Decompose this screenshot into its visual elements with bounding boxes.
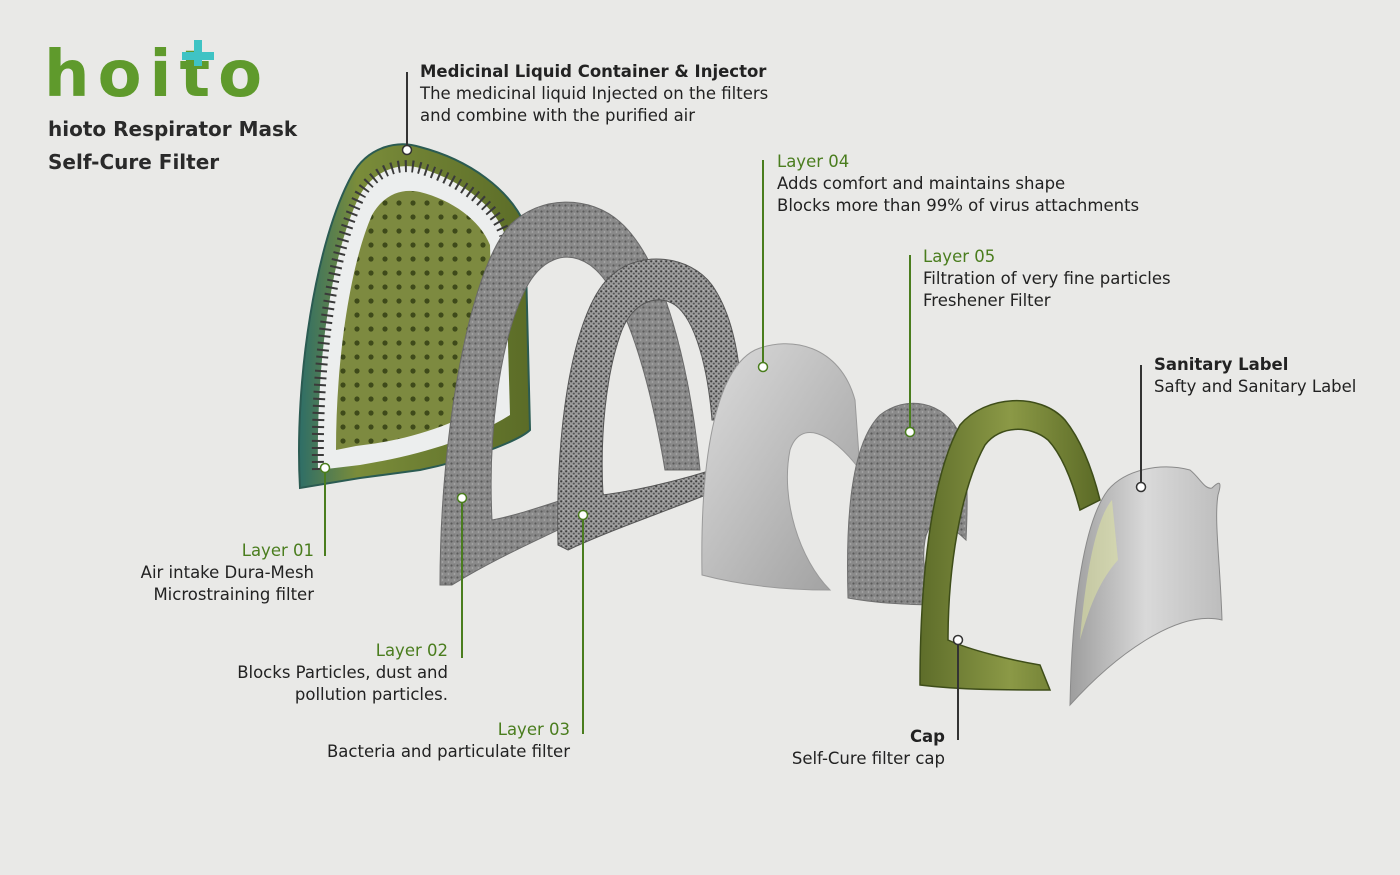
layer04-felt (701, 343, 861, 591)
layer03-desc-1: Bacteria and particulate filter (326, 742, 570, 761)
sanitary-label (1069, 466, 1223, 707)
layer03-title: Layer 03 (497, 720, 570, 739)
cap-shell (919, 400, 1101, 691)
layer04-title: Layer 04 (777, 152, 850, 171)
layer01-desc-2: Microstraining filter (153, 585, 314, 604)
layer04-desc-1: Adds comfort and maintains shape (777, 174, 1066, 193)
cap-desc-1: Self-Cure filter cap (791, 749, 945, 768)
logo-cross-horizontal (182, 52, 214, 60)
layer01-title: Layer 01 (241, 541, 314, 560)
container-desc-1: The medicinal liquid Injected on the fil… (420, 84, 769, 103)
layer02-title: Layer 02 (375, 641, 448, 660)
layer05-desc-1: Filtration of very fine particles (923, 269, 1171, 288)
layer03-foam (557, 258, 743, 551)
sanitary-desc-1: Safty and Sanitary Label (1154, 377, 1357, 396)
layer02-desc-1: Blocks Particles, dust and (237, 663, 448, 682)
layer05-desc-2: Freshener Filter (923, 291, 1051, 310)
subtitle-product: hioto Respirator Mask (48, 117, 298, 141)
subtitle-filter: Self-Cure Filter (48, 150, 220, 174)
layer05-title: Layer 05 (923, 247, 996, 266)
layer04-desc-2: Blocks more than 99% of virus attachment… (777, 196, 1140, 215)
cap-title: Cap (909, 727, 945, 746)
container-title: Medicinal Liquid Container & Injector (420, 62, 767, 81)
logo-wordmark: hoito (44, 38, 270, 104)
leader-lines (319, 72, 1147, 740)
hoito-logo: hoito (44, 38, 270, 104)
sanitary-title: Sanitary Label (1154, 355, 1289, 374)
layer02-desc-2: pollution particles. (294, 685, 448, 704)
layer01-desc-1: Air intake Dura-Mesh (140, 563, 314, 582)
container-desc-2: and combine with the purified air (420, 106, 696, 125)
